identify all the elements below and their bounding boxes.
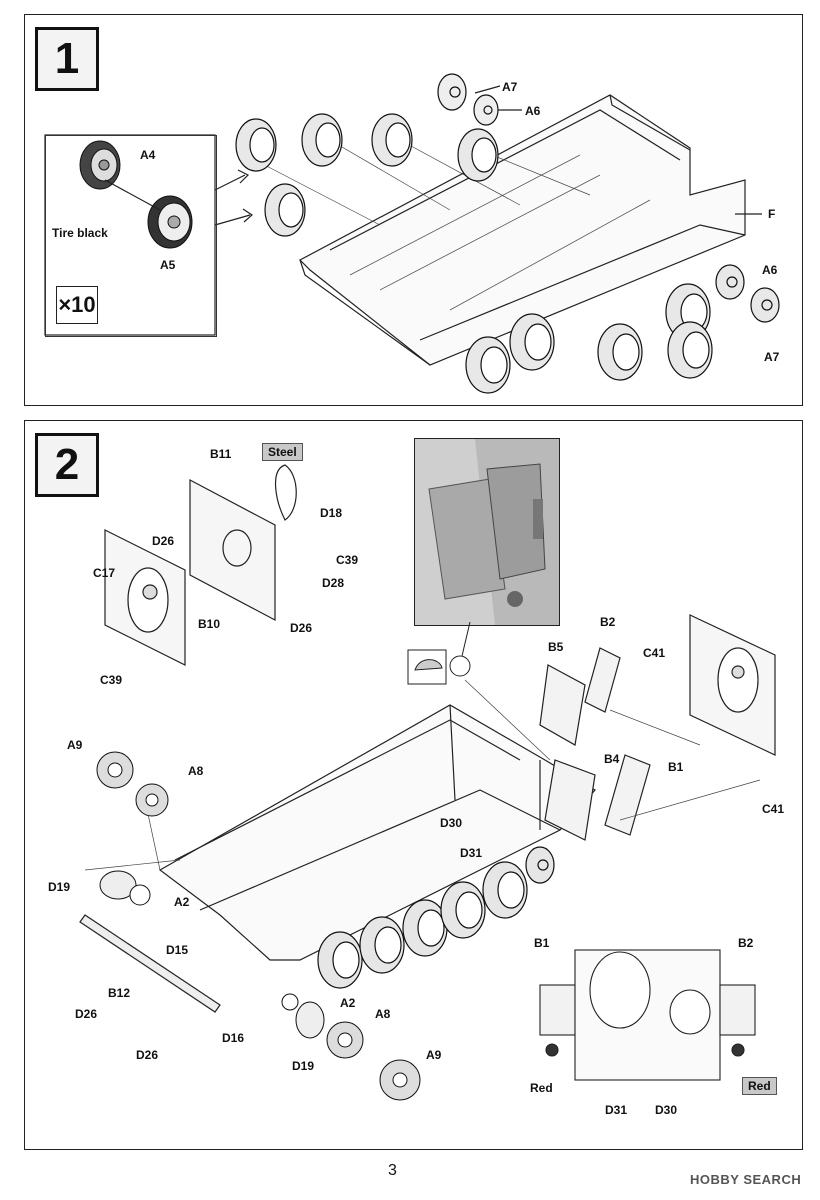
idler-top [437,73,499,126]
label-f: F [768,207,776,221]
label-a7-right: A7 [764,350,780,364]
page-number: 3 [388,1162,397,1179]
label-c17: C17 [93,566,116,580]
label-d19-right: D19 [292,1059,315,1073]
label-b12: B12 [108,986,131,1000]
label-d30: D30 [440,816,463,830]
label-b11: B11 [210,447,232,461]
label-d26-d: D26 [136,1048,159,1062]
label-d26-b: D26 [290,621,313,635]
label-d28: D28 [322,576,345,590]
label-b4: B4 [604,752,620,766]
steel-tag: Steel [262,443,303,461]
sprocket-a8-left [135,783,169,817]
label-d26-a: D26 [152,534,175,548]
label-d18: D18 [320,506,343,520]
step-2-road-wheels [317,846,555,989]
label-a8-left: A8 [188,764,204,778]
label-a8-right: A8 [375,1007,391,1021]
label-b2-inset: B2 [738,936,754,950]
label-a6-right: A6 [762,263,778,277]
final-drive-d19-right [281,993,325,1039]
label-b2-top: B2 [600,615,616,629]
label-a6-top: A6 [525,104,541,118]
label-d31: D31 [460,846,483,860]
label-b1-inset: B1 [534,936,550,950]
sprocket-a9-right [379,1059,421,1101]
label-red-right: Red [742,1077,777,1095]
quantity-badge: ×10 [56,286,98,324]
label-a2-left: A2 [174,895,190,909]
watermark: HOBBY SEARCH [690,1172,802,1187]
wheel-set-upper [235,113,499,237]
label-a9-left: A9 [67,738,83,752]
rear-view-inset [539,949,756,1081]
label-b10: B10 [198,617,221,631]
label-c41-top: C41 [643,646,666,660]
label-a4: A4 [140,148,156,162]
label-a7-top: A7 [502,80,518,94]
label-d16: D16 [222,1031,245,1045]
label-d31-inset: D31 [605,1103,628,1117]
label-a2-right: A2 [340,996,356,1010]
sprocket-a9-left [96,751,134,789]
final-drive-d19-left [99,870,151,906]
reference-photo [414,438,560,626]
label-tire-black: Tire black [52,226,108,240]
wheel-set-lower [465,264,780,394]
label-a9-right: A9 [426,1048,442,1062]
label-d30-inset: D30 [655,1103,678,1117]
photo-reference-marker [407,621,471,685]
inset-wheel-a4 [79,140,121,190]
label-a5: A5 [160,258,176,272]
step-1-inset [45,135,217,337]
label-c39-b: C39 [100,673,123,687]
label-d19-left: D19 [48,880,71,894]
label-b5: B5 [548,640,564,654]
step-1-number: 1 [35,27,99,91]
label-red-left: Red [530,1081,553,1095]
label-d26-c: D26 [75,1007,98,1021]
label-b1-top: B1 [668,760,684,774]
label-c39-a: C39 [336,553,359,567]
label-c41-bottom: C41 [762,802,785,816]
label-d15: D15 [166,943,189,957]
sprocket-a8-right [326,1021,364,1059]
step-2-number: 2 [35,433,99,497]
